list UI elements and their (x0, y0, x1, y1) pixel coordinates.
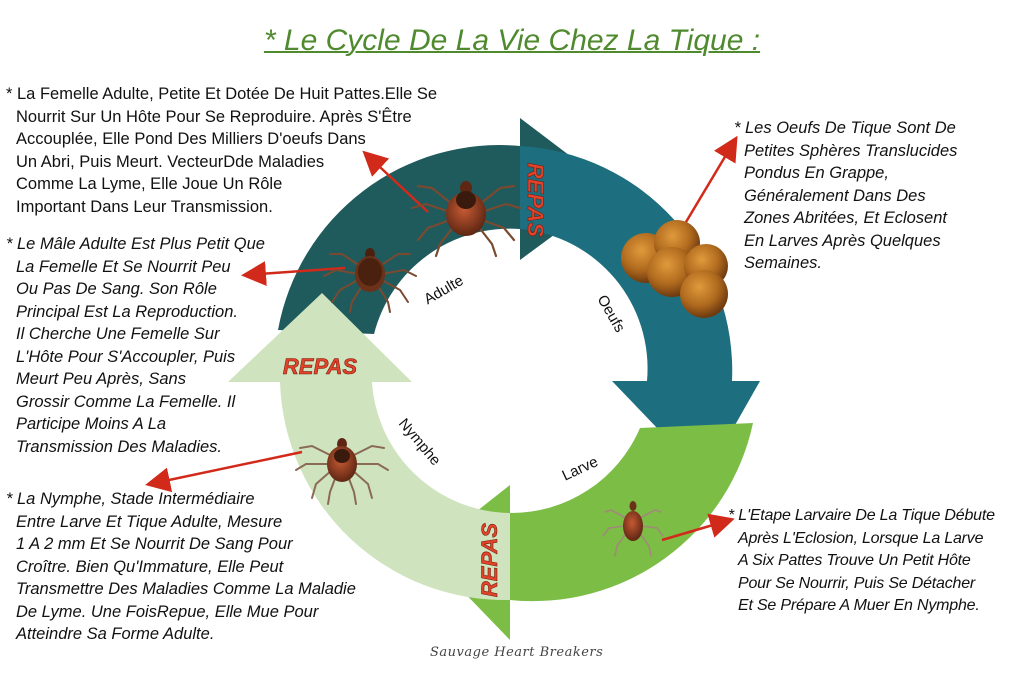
eggs-icon (621, 220, 728, 318)
note-line: Pour Se Nourrir, Puis Se Détacher (738, 574, 976, 592)
nymph-tick-icon (295, 438, 389, 505)
note-larva: * L'Etape Larvaire De La Tique Débute Ap… (728, 505, 995, 618)
note-line: Pondus En Grappe, (744, 164, 889, 182)
note-eggs: * Les Oeufs De Tique Sont De Petites Sph… (734, 117, 957, 275)
note-line: Après L'Eclosion, Lorsque La Larve (738, 529, 984, 547)
note-line: L'Hôte Pour S'Accoupler, Puis (16, 347, 236, 366)
note-line: Ou Pas De Sang. Son Rôle (16, 280, 217, 298)
note-line: Semaines. (744, 254, 822, 272)
note-line: Zones Abritées, Et Eclosent (744, 209, 947, 227)
pointer-female (362, 150, 429, 213)
note-line: Meurt Peu Après, Sans (16, 370, 186, 388)
pointer-male (241, 261, 346, 287)
larva-tick-icon (602, 501, 664, 557)
pointer-eggs (684, 135, 738, 223)
note-line: Principal Est La Reproduction. (16, 302, 238, 321)
author-signature: Sauvage Heart Breakers (430, 645, 604, 660)
note-line: * La Nymphe, Stade Intermédiaire (6, 490, 255, 508)
note-line: Petites Sphères Translucides (744, 141, 958, 160)
note-line: De Lyme. Une FoisRepue, Elle Mue Pour (16, 602, 319, 621)
note-line: * Le Mâle Adulte Est Plus Petit Que (6, 235, 265, 253)
note-line: Participe Moins A La (16, 415, 167, 433)
note-line: Comme La Lyme, Elle Joue Un Rôle (16, 175, 283, 193)
note-female-adult: * La Femelle Adulte, Petite Et Dotée De … (6, 83, 437, 218)
eggs-stage-arrow (520, 146, 760, 478)
stage-label-adulte: Adulte (421, 272, 466, 308)
note-line: Généralement Dans Des (744, 186, 926, 205)
note-line: Il Cherche Une Femelle Sur (16, 325, 220, 343)
note-line: La Femelle Et Se Nourrit Peu (16, 257, 231, 276)
male-tick-icon (323, 248, 417, 313)
page-title: * Le Cycle De La Vie Chez La Tique : (263, 24, 761, 57)
note-line: Transmettre Des Maladies Comme La Maladi… (16, 580, 356, 598)
note-line: * La Femelle Adulte, Petite Et Dotée De … (6, 85, 438, 103)
note-line: Important Dans Leur Transmission. (16, 197, 273, 216)
note-line: Nourrit Sur Un Hôte Pour Se Reproduire. … (16, 107, 412, 126)
repas-label-larva: REPAS (477, 523, 502, 597)
stage-label-oeufs: Oeufs (594, 292, 629, 335)
note-line: Grossir Comme La Femelle. Il (16, 392, 236, 411)
note-line: Transmission Des Maladies. (16, 437, 223, 456)
note-line: Un Abri, Puis Meurt. VecteurDde Maladies (16, 152, 325, 171)
note-line: 1 A 2 mm Et Se Nourrit De Sang Pour (16, 535, 293, 553)
note-male-adult: * Le Mâle Adulte Est Plus Petit Que La F… (6, 233, 265, 458)
note-line: * L'Etape Larvaire De La Tique Débute (728, 507, 995, 524)
note-line: Et Se Prépare A Muer En Nymphe. (738, 597, 980, 614)
stage-label-larve: Larve (559, 453, 600, 484)
note-line: En Larves Après Quelques (744, 231, 941, 250)
pointer-nymph (145, 450, 303, 493)
note-nymph: * La Nymphe, Stade Intermédiaire Entre L… (6, 488, 356, 646)
repas-label-adult: REPAS (523, 163, 548, 237)
note-line: Croître. Bien Qu'Immature, Elle Peut (16, 557, 284, 576)
note-line: Entre Larve Et Tique Adulte, Mesure (16, 512, 283, 531)
note-line: * Les Oeufs De Tique Sont De (734, 119, 956, 137)
repas-label-nymph: REPAS (283, 354, 357, 379)
note-line: A Six Pattes Trouve Un Petit Hôte (738, 552, 971, 569)
female-tick-icon (410, 181, 522, 258)
note-line: Accouplée, Elle Pond Des Milliers D'oeuf… (16, 130, 366, 148)
pointer-larva (661, 513, 735, 542)
note-line: Atteindre Sa Forme Adulte. (16, 625, 215, 643)
